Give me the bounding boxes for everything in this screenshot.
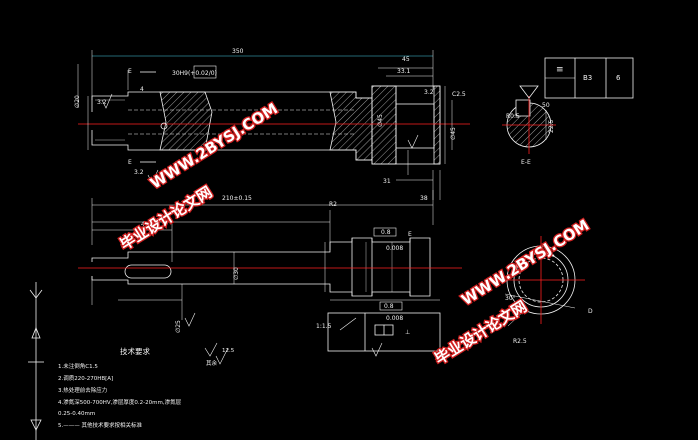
dim-38: 38 bbox=[420, 195, 428, 202]
tol-e2: E bbox=[128, 159, 132, 166]
dim-d25: ∅25 bbox=[175, 320, 182, 333]
dim-total: 350 bbox=[232, 48, 244, 55]
upper-shaft-view bbox=[77, 50, 470, 200]
dim-225: 22.5 bbox=[548, 119, 555, 133]
surface-symbols bbox=[101, 93, 419, 357]
rough-3: 3.2 bbox=[424, 89, 434, 96]
tol-boxes bbox=[193, 65, 403, 311]
tol-box-1: 0.008 bbox=[386, 245, 403, 252]
title-block-texts: ≡ B3 6 bbox=[556, 65, 621, 82]
tech-item-1: 1.未注倒角C1.5 bbox=[58, 362, 98, 370]
label-d: D bbox=[588, 308, 593, 315]
ratio: 1:1.5 bbox=[316, 323, 332, 330]
rough-4: 0.8 bbox=[381, 229, 391, 236]
tech-item-5: 0.25-0.40mm bbox=[58, 411, 95, 417]
spline-angle: 30° bbox=[505, 295, 516, 302]
section-e-e bbox=[502, 85, 556, 154]
tech-heading: 技术要求 bbox=[120, 346, 150, 356]
dim-50: 50 bbox=[542, 102, 550, 109]
dim-33: 33.1 bbox=[397, 68, 411, 75]
dim-40: 40 bbox=[141, 221, 149, 228]
dim-4: 4 bbox=[140, 86, 144, 93]
roughness-value: 12.5 bbox=[222, 348, 235, 354]
dim-210 bbox=[91, 190, 434, 245]
axis-arrow bbox=[28, 282, 44, 440]
gt-symbol: ⊥ bbox=[405, 329, 410, 336]
tol-e3: E bbox=[408, 231, 412, 238]
tb-cell-3: 6 bbox=[616, 74, 621, 82]
dim-d30: ∅30 bbox=[233, 267, 240, 280]
watermark-2: 毕业设计论文网 WWW.2BYSJ.COM bbox=[430, 215, 593, 370]
dim-r25: R2.5 bbox=[513, 338, 527, 345]
rough-5: 0.8 bbox=[384, 303, 394, 310]
svg-text:毕业设计论文网: 毕业设计论文网 bbox=[432, 297, 531, 368]
dimension-texts: 350 45 33.1 ∅45 ∅45 C2.5 31 4 50 22.5 R0… bbox=[74, 48, 593, 345]
tol-e1: E bbox=[128, 68, 132, 75]
dim-210: 210±0.15 bbox=[222, 195, 252, 202]
rough-2: 3.2 bbox=[134, 169, 144, 176]
dim-c25: C2.5 bbox=[452, 91, 466, 98]
tech-item-6: 5.——— 其他技术要求按相关标准 bbox=[58, 421, 142, 429]
dim-d20: ∅20 bbox=[74, 95, 81, 108]
dim-hole2: ∅45 bbox=[450, 127, 457, 140]
dim-hole1: ∅45 bbox=[377, 114, 384, 127]
dim-fit: 30H9(+0.02/0) bbox=[172, 70, 217, 77]
section-label: E-E bbox=[521, 159, 531, 166]
roughness-label: 其余 bbox=[206, 359, 218, 367]
rough-1: 3.2 bbox=[97, 99, 107, 106]
title-block bbox=[544, 57, 634, 99]
tb-cell-2: B3 bbox=[583, 74, 592, 82]
tol-box-2: 0.008 bbox=[386, 315, 403, 322]
tb-cell-1: ≡ bbox=[556, 65, 564, 75]
dim-31: 31 bbox=[383, 178, 391, 185]
dim-45: 45 bbox=[402, 56, 410, 63]
tech-item-4: 4.渗氮深500-700HV,渗层厚度0.2-20mm,渗氮层 bbox=[58, 398, 182, 406]
tech-requirements: 技术要求 1.未注倒角C1.5 2.调质220-270HB[A] 3.热处理前去… bbox=[58, 346, 235, 429]
tech-item-3: 3.热处理前去除应力 bbox=[58, 386, 107, 394]
tech-item-2: 2.调质220-270HB[A] bbox=[58, 374, 113, 382]
dim-r05: R0.5 bbox=[506, 113, 520, 120]
dim-r2: R2 bbox=[329, 201, 337, 208]
lower-shaft-view bbox=[78, 210, 462, 320]
svg-text:毕业设计论文网: 毕业设计论文网 bbox=[117, 183, 216, 254]
spline-end-view bbox=[497, 236, 585, 327]
tolerance-frame bbox=[327, 312, 441, 352]
